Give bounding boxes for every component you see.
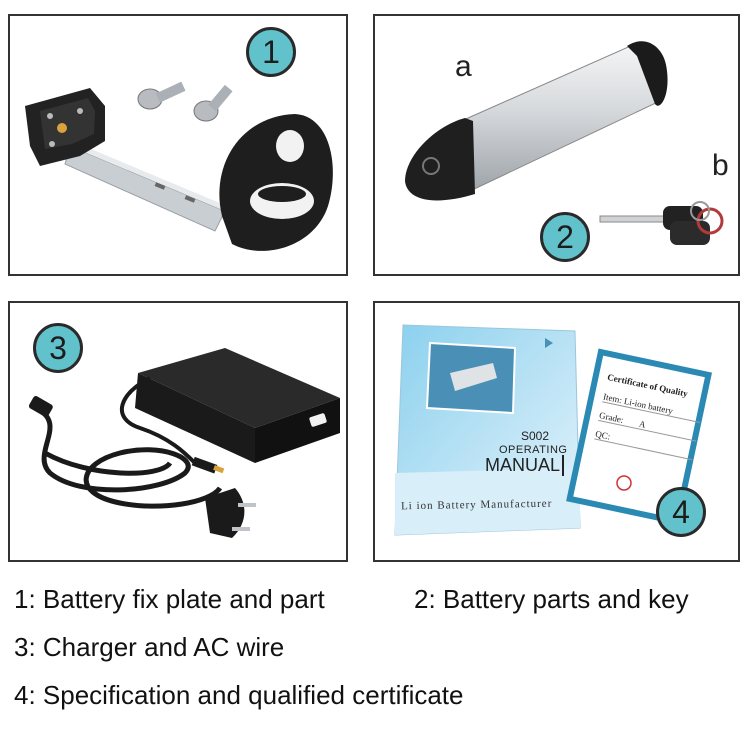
certificate-grade-value: A (638, 418, 647, 430)
caption-4: 4: Specification and qualified certifica… (14, 680, 464, 710)
caption-1: 1: Battery fix plate and part (14, 584, 325, 614)
fix-plate-illustration (25, 81, 333, 251)
label-a: a (455, 50, 472, 83)
panel-documents: S002 OPERATING MANUAL Li ion Battery Man… (373, 301, 740, 562)
caption-3: 3: Charger and AC wire (14, 632, 285, 662)
screw-icon (137, 81, 186, 110)
panel-fix-plate: 1 (8, 14, 348, 276)
charger-illustration (28, 348, 340, 538)
manual-footer: Li ion Battery Manufacturer (400, 497, 553, 513)
panel-battery-key: a b 2 (373, 14, 740, 276)
screw-icon (193, 84, 233, 122)
manual-title: MANUAL (485, 455, 565, 476)
badge-3: 3 (33, 323, 83, 373)
certificate-grade-label: Grade: (598, 410, 625, 425)
manual-model: S002 (521, 429, 550, 443)
documents-illustration (394, 324, 713, 536)
manual-cover: S002 OPERATING MANUAL Li ion Battery Man… (375, 303, 738, 560)
manual-subtitle: OPERATING (499, 444, 568, 456)
badge-2: 2 (540, 212, 590, 262)
panel-charger: 3 (8, 301, 348, 562)
key-icon (599, 201, 724, 245)
label-b: b (712, 149, 729, 182)
badge-4: 4 (656, 487, 706, 537)
battery-illustration (405, 41, 724, 245)
badge-1: 1 (246, 27, 296, 77)
caption-2: 2: Battery parts and key (414, 584, 689, 614)
